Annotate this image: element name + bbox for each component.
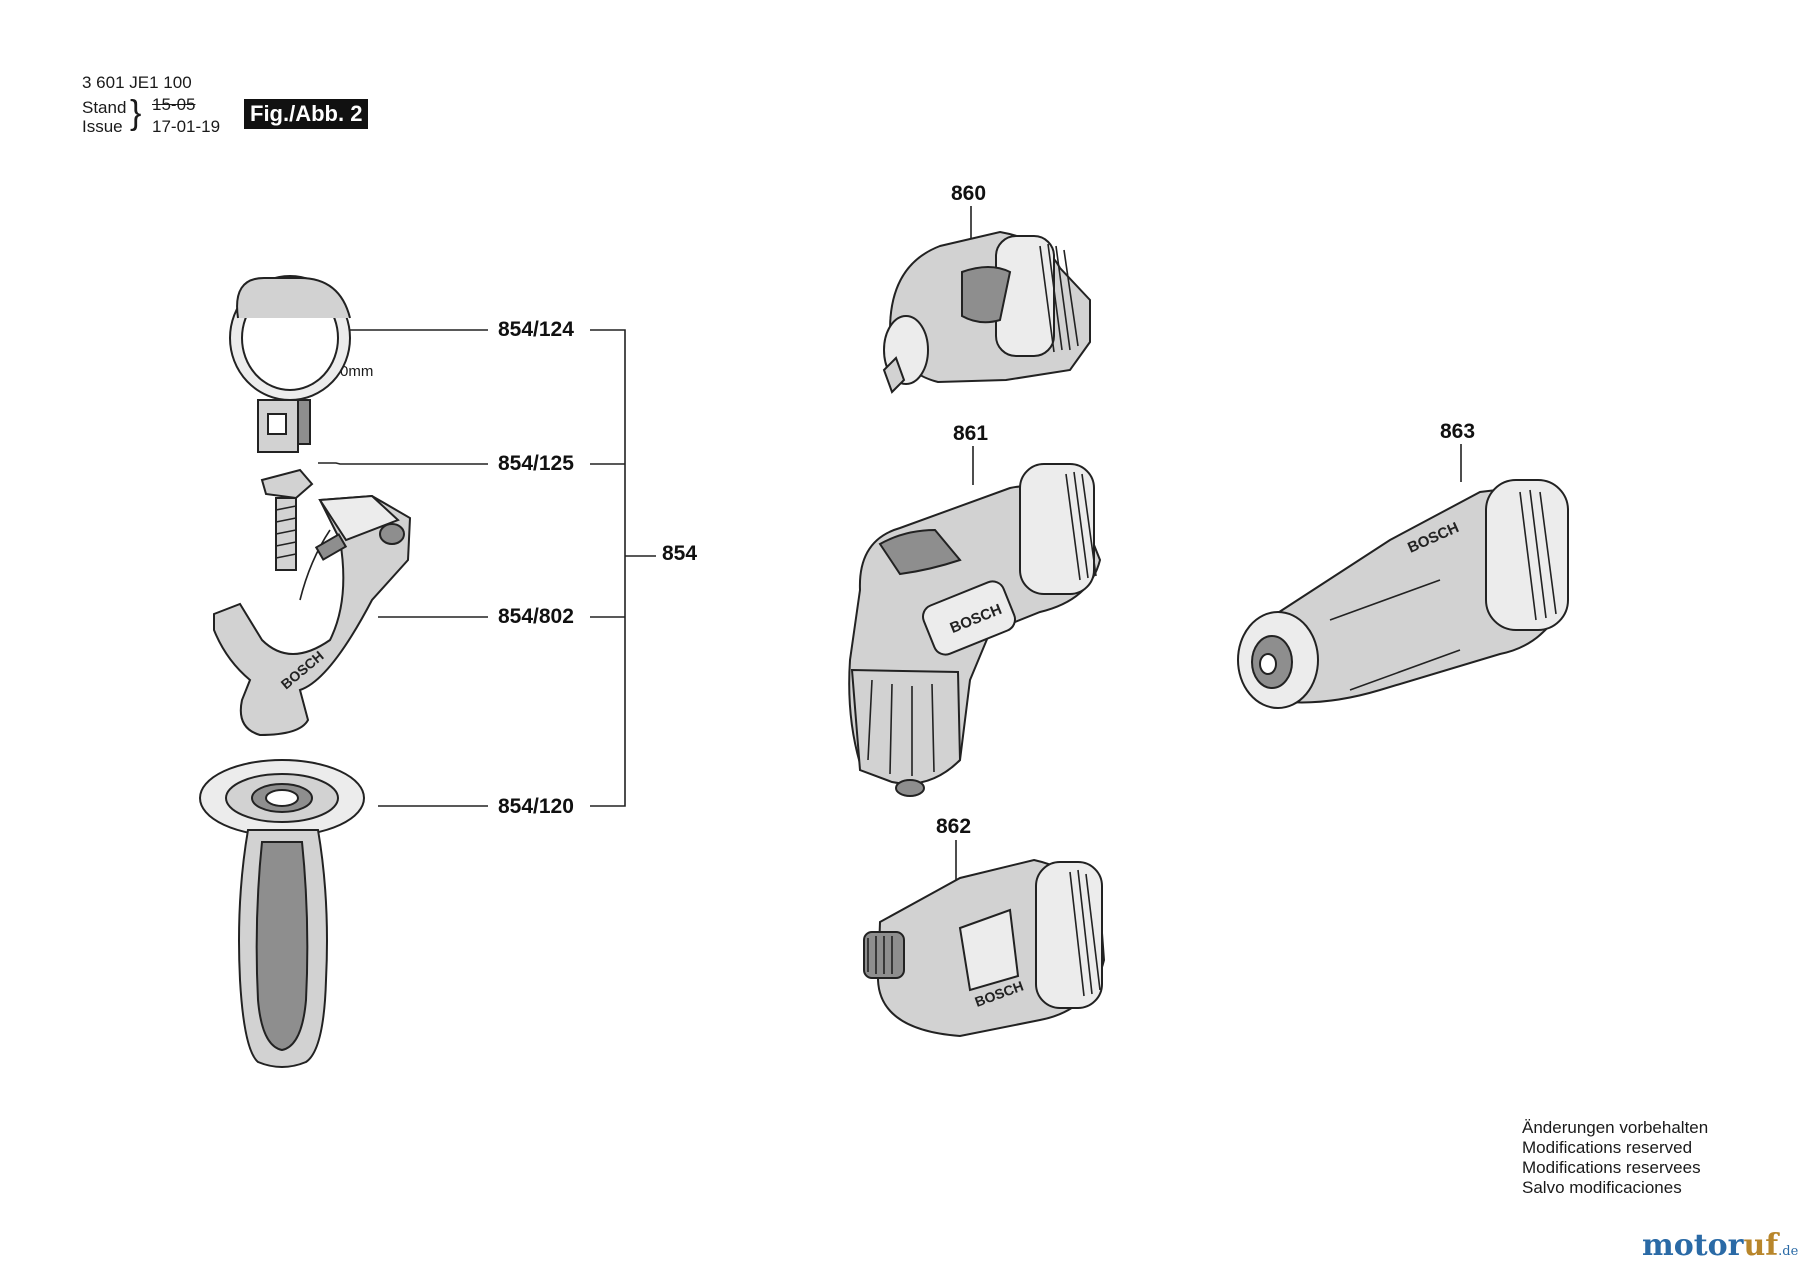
- note-line-fr: Modifications reservees: [1522, 1158, 1701, 1177]
- watermark-suffix: .de: [1778, 1244, 1799, 1259]
- modifications-note: Änderungen vorbehalten Modifications res…: [1522, 1118, 1708, 1198]
- part-863-hammer-attachment: BOSCH: [1237, 479, 1570, 709]
- label-862: 862: [936, 815, 972, 838]
- note-line-en: Modifications reserved: [1522, 1138, 1693, 1157]
- watermark-logo: motoruf.de: [1642, 1228, 1798, 1263]
- note-line-es: Salvo modificaciones: [1522, 1178, 1682, 1197]
- watermark-main: motor: [1642, 1228, 1744, 1263]
- label-854-120: 854/120: [498, 795, 574, 818]
- watermark-accent: uf: [1743, 1228, 1779, 1263]
- issue-label: Issue: [82, 117, 123, 136]
- leader-lines: [318, 206, 1462, 882]
- stand-value: 15-05: [152, 95, 196, 114]
- part-862-eccentric-attachment: BOSCH: [863, 858, 1106, 1038]
- label-863: 863: [1440, 420, 1476, 443]
- label-860: 860: [951, 182, 987, 205]
- label-854-125: 854/125: [498, 452, 574, 475]
- part-854-125-bolt: [260, 468, 314, 571]
- part-854-120-handle: [199, 759, 365, 1068]
- part-861-angle-attachment: BOSCH: [848, 463, 1102, 797]
- label-854-802: 854/802: [498, 605, 574, 628]
- label-854-124: 854/124: [498, 318, 574, 341]
- part-854-802-holder: BOSCH: [213, 494, 412, 737]
- brace: }: [130, 94, 142, 132]
- part-854-124-clamp-ring: [229, 275, 351, 453]
- stand-label: Stand: [82, 98, 127, 117]
- doc-number: 3 601 JE1 100: [82, 73, 192, 92]
- label-861: 861: [953, 422, 989, 445]
- part-860-chuck: [882, 230, 1091, 394]
- issue-value: 17-01-19: [152, 117, 221, 136]
- note-line-de: Änderungen vorbehalten: [1522, 1118, 1709, 1137]
- label-854: 854: [662, 542, 698, 565]
- figure-badge: Fig./Abb. 2: [244, 99, 369, 129]
